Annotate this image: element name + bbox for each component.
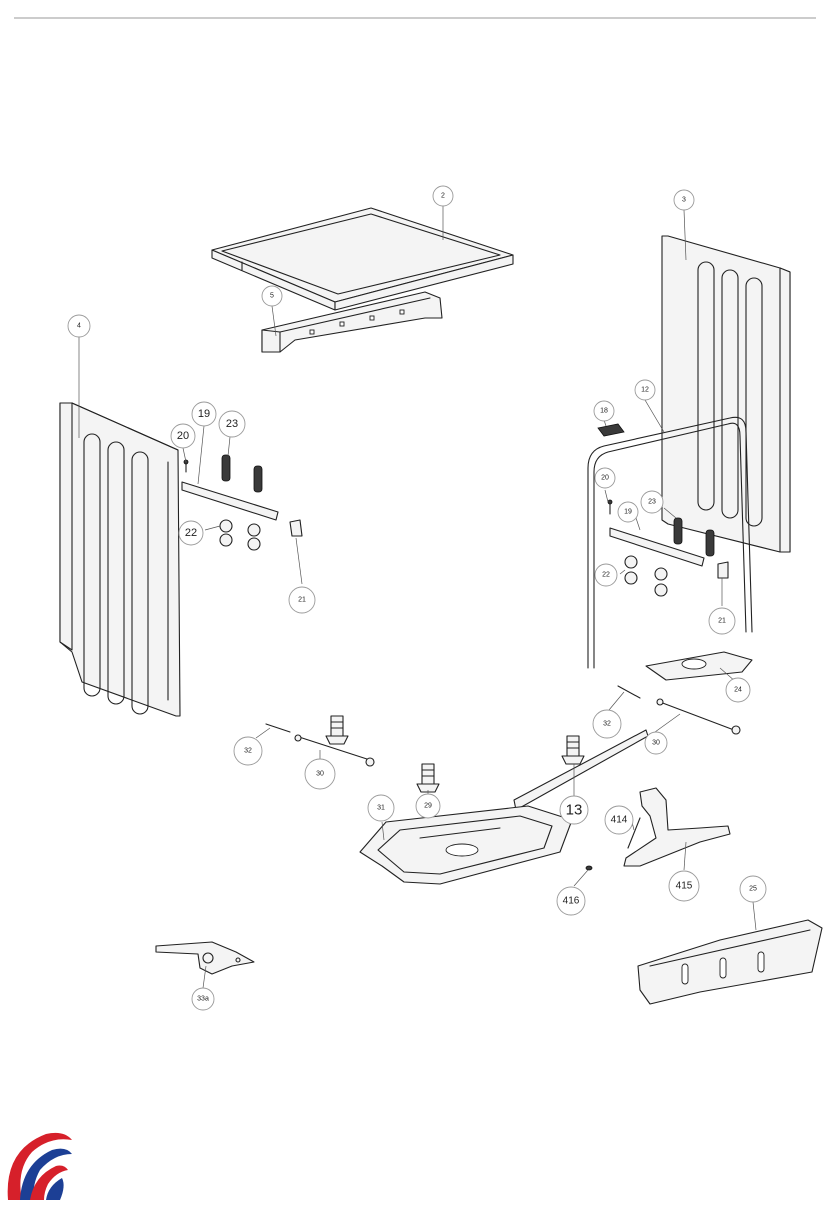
callout-3: 3 (673, 189, 695, 211)
svg-text:12: 12 (641, 387, 649, 394)
callout-19-right: 19 (617, 501, 639, 523)
leader-lines (78, 206, 757, 989)
part-hinge-rail-right (607, 499, 729, 597)
svg-text:22: 22 (602, 572, 610, 579)
part-rear-bracket (637, 919, 823, 1005)
svg-text:25: 25 (749, 886, 757, 893)
callout-24: 24 (725, 677, 751, 703)
callout-23-left: 23 (218, 410, 246, 438)
svg-text:2: 2 (441, 193, 445, 200)
callout-29: 29 (415, 793, 441, 819)
svg-text:19: 19 (624, 509, 632, 516)
part-hinge-33a (155, 941, 255, 975)
part-left-side-panel (59, 402, 181, 717)
svg-text:13: 13 (566, 802, 583, 819)
callout-21-left: 21 (288, 586, 316, 614)
part-adjustable-foot-3 (561, 735, 585, 765)
svg-text:5: 5 (270, 293, 274, 300)
part-right-side-panel (661, 235, 791, 553)
part-top-bracket (261, 291, 443, 353)
svg-text:20: 20 (177, 430, 189, 442)
svg-text:32: 32 (244, 748, 252, 755)
callout-5: 5 (261, 285, 283, 307)
part-416-screw (585, 865, 593, 871)
part-base-tray (359, 805, 573, 885)
callout-12: 12 (634, 379, 656, 401)
callout-19-left: 19 (191, 401, 217, 427)
svg-text:31: 31 (377, 805, 385, 812)
svg-text:33a: 33a (197, 996, 209, 1003)
callout-20-right: 20 (594, 467, 616, 489)
svg-text:19: 19 (198, 408, 210, 420)
callout-25: 25 (739, 875, 767, 903)
callout-30-left: 30 (304, 758, 336, 790)
callout-31: 31 (367, 794, 395, 822)
svg-text:23: 23 (648, 499, 656, 506)
svg-text:32: 32 (603, 721, 611, 728)
part-adjustable-foot-1 (325, 715, 349, 745)
part-hinge-rail-left (181, 454, 303, 551)
svg-text:22: 22 (185, 527, 197, 539)
svg-text:20: 20 (601, 475, 609, 482)
callout-23-right: 23 (640, 490, 664, 514)
svg-text:30: 30 (652, 740, 660, 747)
part-worktop (211, 207, 514, 311)
svg-text:21: 21 (298, 597, 306, 604)
part-415-frame (623, 787, 731, 867)
svg-text:21: 21 (718, 618, 726, 625)
part-spring-right (617, 685, 741, 735)
callout-416: 416 (556, 886, 586, 916)
callout-32-left: 32 (233, 736, 263, 766)
part-door-seal (587, 416, 753, 669)
callout-22-left: 22 (178, 520, 204, 546)
svg-text:416: 416 (563, 896, 580, 907)
part-adjustable-foot-2 (416, 763, 440, 793)
callout-415: 415 (668, 870, 700, 902)
svg-text:18: 18 (600, 408, 608, 415)
callout-20-left: 20 (170, 423, 196, 449)
part-18-clip (597, 423, 625, 437)
callout-4: 4 (67, 314, 91, 338)
svg-text:414: 414 (611, 815, 628, 826)
callout-32-right: 32 (592, 709, 622, 739)
brand-swirl-logo (7, 1132, 72, 1200)
callout-18: 18 (593, 400, 615, 422)
part-24-plate (645, 651, 753, 681)
part-414-rod (627, 817, 641, 849)
svg-text:4: 4 (77, 323, 81, 330)
callout-22-right: 22 (594, 563, 618, 587)
part-spring-left (265, 723, 375, 767)
callout-21-right: 21 (708, 607, 736, 635)
svg-text:29: 29 (424, 803, 432, 810)
svg-text:3: 3 (682, 197, 686, 204)
callout-33a: 33a (191, 987, 215, 1011)
svg-text:30: 30 (316, 771, 324, 778)
callout-30-right: 30 (644, 731, 668, 755)
callout-2: 2 (432, 185, 454, 207)
svg-text:24: 24 (734, 687, 742, 694)
callout-13: 13 (559, 795, 589, 825)
svg-text:415: 415 (676, 881, 693, 892)
svg-text:23: 23 (226, 418, 238, 430)
callout-414: 414 (604, 805, 634, 835)
